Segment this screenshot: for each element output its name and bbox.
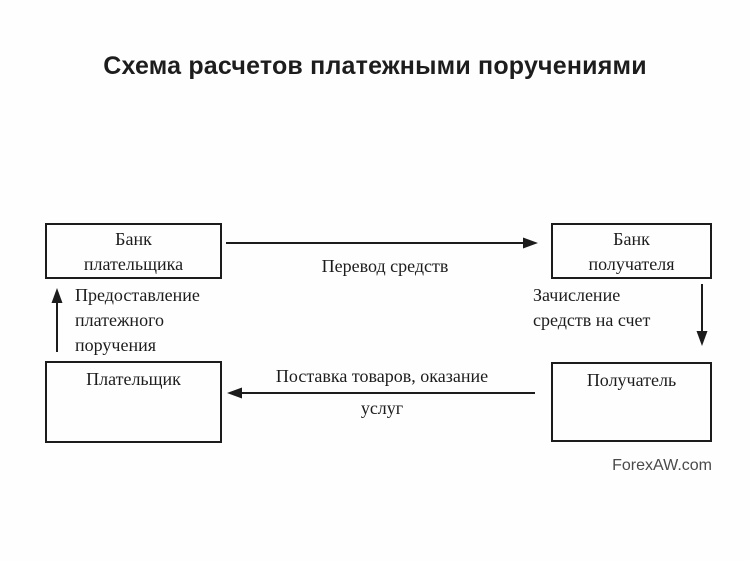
label-delivery-line2: услуг	[360, 398, 404, 418]
box-bank-recipient-line2: получателя	[588, 254, 675, 274]
watermark-forexaw: ForexAW.com	[612, 457, 712, 474]
label-credit-funds-line1: Зачисление	[533, 285, 621, 305]
box-bank-recipient: Банк получателя	[551, 223, 712, 279]
box-bank-payer-line1: Банк	[115, 229, 152, 249]
arrow-credit-funds-down	[696, 284, 708, 346]
label-credit-funds: Зачисление средств на счет	[533, 283, 650, 333]
label-submit-payment-order-line2: платежного	[75, 310, 164, 330]
box-recipient-label: Получатель	[586, 370, 677, 390]
arrow-delivery-left	[227, 387, 535, 399]
label-credit-funds-line2: средств на счет	[533, 310, 651, 330]
box-bank-payer: Банк плательщика	[45, 223, 222, 279]
arrow-submit-order-up	[51, 288, 63, 352]
box-recipient: Получатель	[551, 362, 712, 442]
page-title: Схема расчетов платежными поручениями	[103, 52, 647, 80]
arrow-transfer-right	[226, 237, 538, 249]
label-submit-payment-order: Предоставление платежного поручения	[75, 283, 200, 358]
box-payer: Плательщик	[45, 361, 222, 443]
box-bank-payer-line2: плательщика	[83, 254, 184, 274]
label-submit-payment-order-line3: поручения	[75, 335, 156, 355]
label-delivery-line1: Поставка товаров, оказание	[275, 366, 489, 386]
label-transfer-funds: Перевод средств	[321, 256, 449, 276]
label-submit-payment-order-line1: Предоставление	[75, 285, 200, 305]
box-bank-recipient-line1: Банк	[613, 229, 650, 249]
box-payer-label: Плательщик	[86, 369, 181, 389]
